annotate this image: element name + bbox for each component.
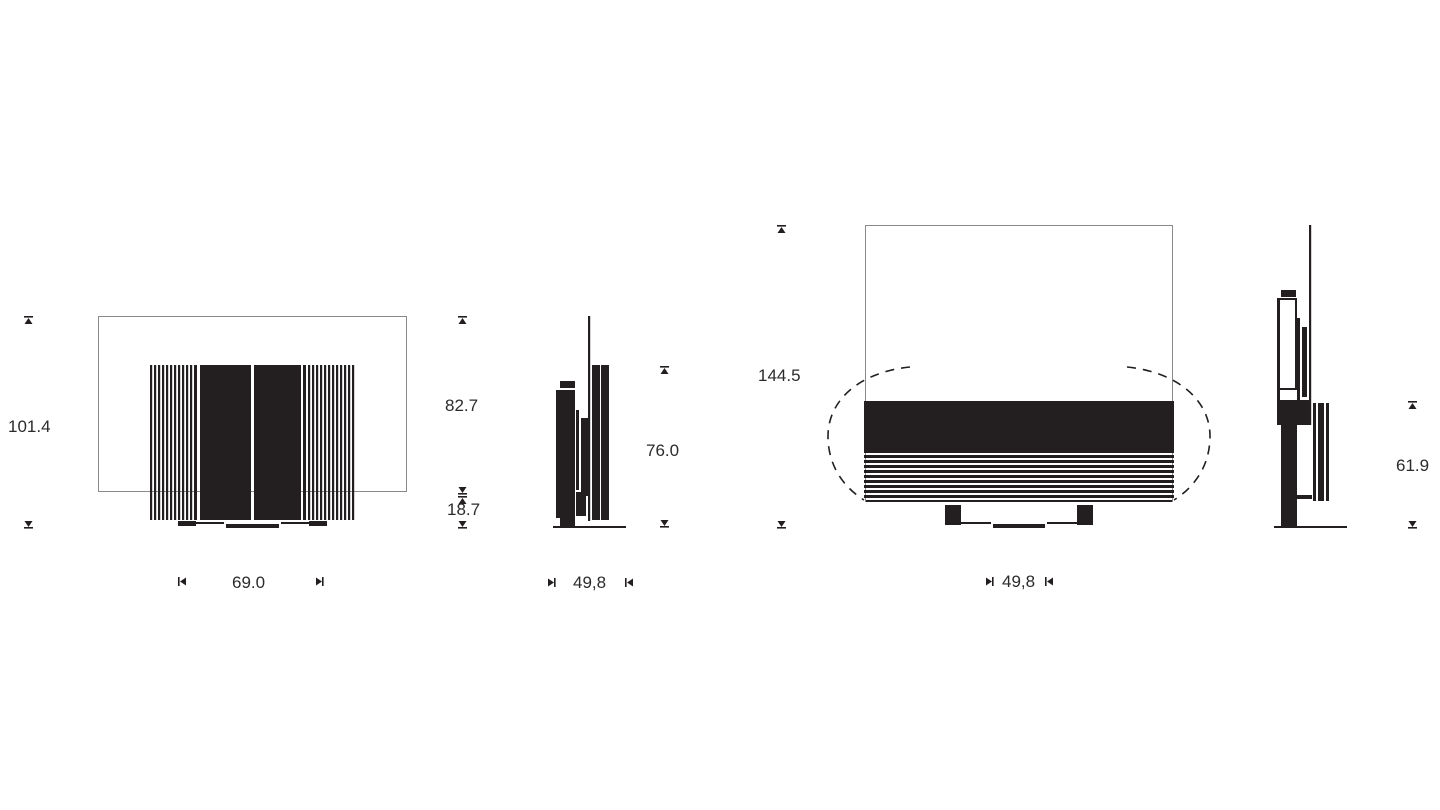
left-speaker-wing-path [827, 366, 911, 501]
base-height-top-marker-icon [458, 496, 467, 504]
total-height-bottom-marker-icon [660, 520, 669, 528]
open-side-height-bottom-marker-icon [1408, 521, 1417, 529]
height-top-marker-icon [24, 316, 33, 324]
side-profile [553, 316, 626, 528]
side-depth-label: 49,8 [573, 573, 606, 592]
screen-height-bottom-marker-icon [458, 487, 467, 495]
open-height-top-marker-icon [777, 225, 786, 233]
side-closed-view: 82.7 18.7 [445, 316, 679, 592]
width-left-marker-icon [178, 577, 186, 586]
side-open-height-label: 61.9 [1396, 456, 1429, 475]
depth-right-marker-icon [625, 578, 633, 587]
screen-height-top-marker-icon [458, 316, 467, 324]
side-screen-height-label: 82.7 [445, 396, 478, 415]
front-closed-view: 101.4 [8, 316, 407, 592]
screen-outline [98, 316, 407, 492]
folded-speaker-bar [864, 401, 1174, 502]
depth-left-marker-icon [548, 578, 556, 587]
base-height-bottom-marker-icon [458, 521, 467, 529]
speaker-slats [150, 365, 355, 520]
side-open-view: 61.9 [1274, 225, 1429, 529]
front-open-height-label: 144.5 [758, 366, 801, 385]
open-side-height-top-marker-icon [1408, 401, 1417, 409]
side-total-height-label: 76.0 [646, 441, 679, 460]
right-speaker-wing-path [1126, 366, 1211, 501]
stand-base [178, 521, 327, 528]
open-height-bottom-marker-icon [777, 521, 786, 529]
height-bottom-marker-icon [24, 521, 33, 529]
front-open-width-label: 49,8 [1002, 572, 1035, 591]
open-width-right-marker-icon [1045, 577, 1053, 586]
front-closed-height-label: 101.4 [8, 417, 51, 436]
open-width-left-marker-icon [986, 577, 994, 586]
front-closed-width-label: 69.0 [232, 573, 265, 592]
total-height-top-marker-icon [660, 366, 669, 374]
open-side-profile [1274, 225, 1347, 528]
side-base-height-label: 18.7 [447, 500, 480, 519]
front-open-view: 144.5 [758, 225, 1211, 591]
width-right-marker-icon [316, 577, 324, 586]
open-stand-base [945, 505, 1093, 528]
